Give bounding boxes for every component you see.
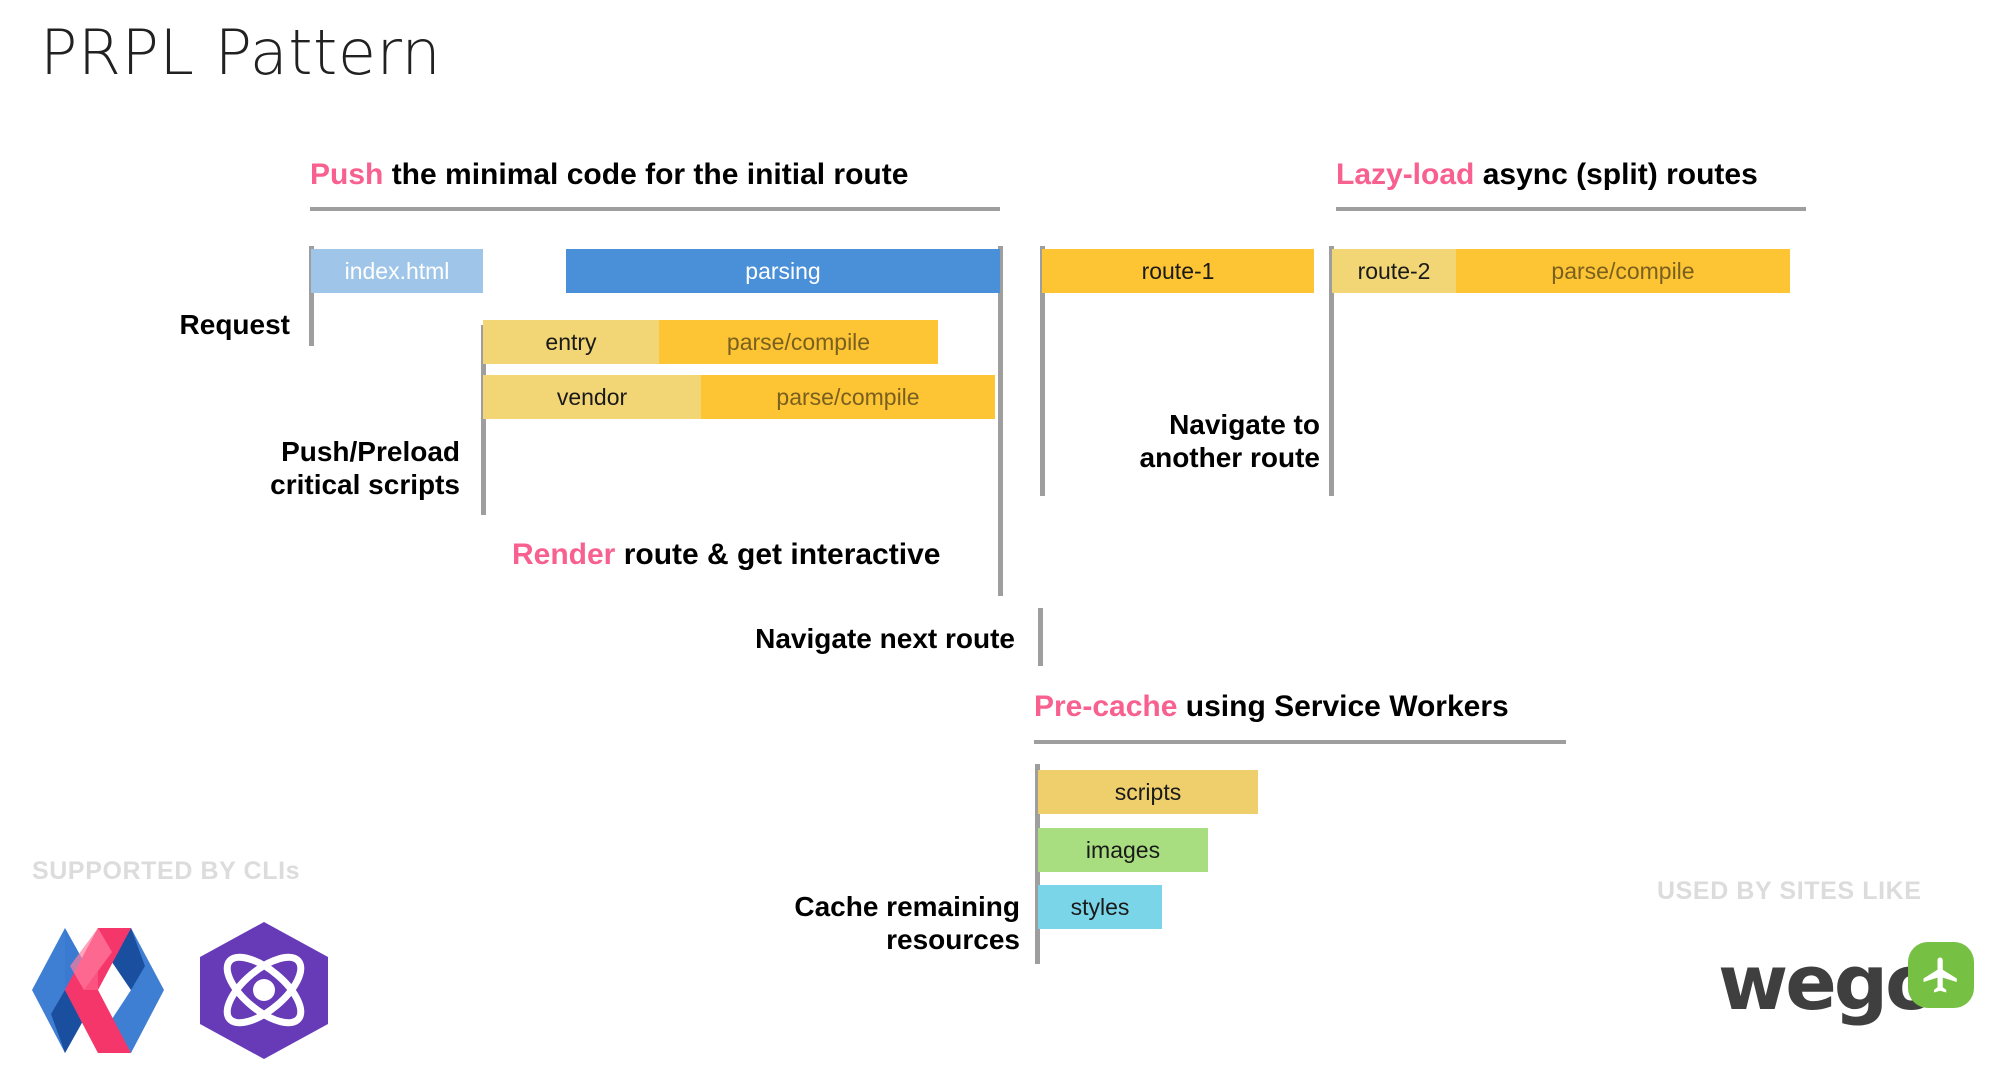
wego-logo: wego xyxy=(1718,938,1978,1048)
section-accent-push: Push xyxy=(310,158,384,191)
section-rest-lazy: async (split) routes xyxy=(1474,158,1758,191)
wego-wordmark: wego xyxy=(1718,938,1937,1027)
vline-navigate-next xyxy=(1038,608,1043,666)
preact-logo-icon xyxy=(200,922,328,1059)
section-heading-push: Push the minimal code for the initial ro… xyxy=(310,160,908,190)
bar-route-2: route-2 parse/compile xyxy=(1332,249,1790,293)
vline-critical-scripts xyxy=(481,325,486,515)
section-heading-render: Render route & get interactive xyxy=(512,540,940,570)
section-rest-render: route & get interactive xyxy=(615,538,941,571)
section-rest-precache: using Service Workers xyxy=(1177,690,1509,723)
preact-logo xyxy=(200,922,328,1064)
heading-rule-push xyxy=(310,207,1000,211)
bar-route-1: route-1 xyxy=(1042,249,1314,293)
vline-cache-remaining xyxy=(1035,764,1040,964)
section-accent-lazy: Lazy-load xyxy=(1336,158,1475,191)
segment-parsing: parsing xyxy=(566,249,1000,293)
airplane-icon xyxy=(1923,957,1957,993)
polymer-logo xyxy=(32,928,164,1058)
bar-parsing: parsing xyxy=(566,249,1000,293)
vline-request xyxy=(309,246,314,346)
label-request: Request xyxy=(179,309,290,340)
polymer-logo-icon xyxy=(32,928,164,1053)
section-heading-precache: Pre-cache using Service Workers xyxy=(1034,692,1509,722)
label-navigate-another-route: Navigate to another route xyxy=(1139,409,1320,474)
segment-styles: styles xyxy=(1038,885,1162,929)
segment-route-2-parse-compile: parse/compile xyxy=(1456,249,1790,293)
label-navigate-next-route: Navigate next route xyxy=(755,623,1015,654)
segment-entry-parse-compile: parse/compile xyxy=(659,320,938,364)
footer-caption-left: SUPPORTED BY CLIs xyxy=(32,857,301,885)
segment-vendor: vendor xyxy=(483,375,701,419)
section-heading-lazy: Lazy-load async (split) routes xyxy=(1336,160,1758,190)
bar-entry: entry parse/compile xyxy=(483,320,938,364)
label-push-preload: Push/Preload critical scripts xyxy=(270,436,460,501)
footer-caption-right: USED BY SITES LIKE xyxy=(1657,877,1922,905)
heading-rule-lazy xyxy=(1336,207,1806,211)
page-title: PRPL Pattern xyxy=(40,16,442,89)
segment-entry: entry xyxy=(483,320,659,364)
bar-index-html: index.html xyxy=(311,249,483,293)
segment-images: images xyxy=(1038,828,1208,872)
segment-vendor-parse-compile: parse/compile xyxy=(701,375,995,419)
segment-index-html: index.html xyxy=(311,249,483,293)
section-rest-push: the minimal code for the initial route xyxy=(383,158,909,191)
bar-images: images xyxy=(1038,828,1208,872)
segment-scripts: scripts xyxy=(1038,770,1258,814)
vline-render-route xyxy=(998,246,1003,596)
wego-badge xyxy=(1908,942,1974,1008)
bar-styles: styles xyxy=(1038,885,1162,929)
section-accent-precache: Pre-cache xyxy=(1034,690,1178,723)
section-accent-render: Render xyxy=(512,538,616,571)
segment-route-2: route-2 xyxy=(1332,249,1456,293)
heading-rule-precache xyxy=(1034,740,1566,744)
bar-vendor: vendor parse/compile xyxy=(483,375,995,419)
bar-scripts: scripts xyxy=(1038,770,1258,814)
vline-navigate-another-left xyxy=(1040,246,1045,496)
label-cache-remaining-resources: Cache remaining resources xyxy=(794,891,1020,956)
vline-navigate-another-right xyxy=(1329,246,1334,496)
segment-route-1: route-1 xyxy=(1042,249,1314,293)
